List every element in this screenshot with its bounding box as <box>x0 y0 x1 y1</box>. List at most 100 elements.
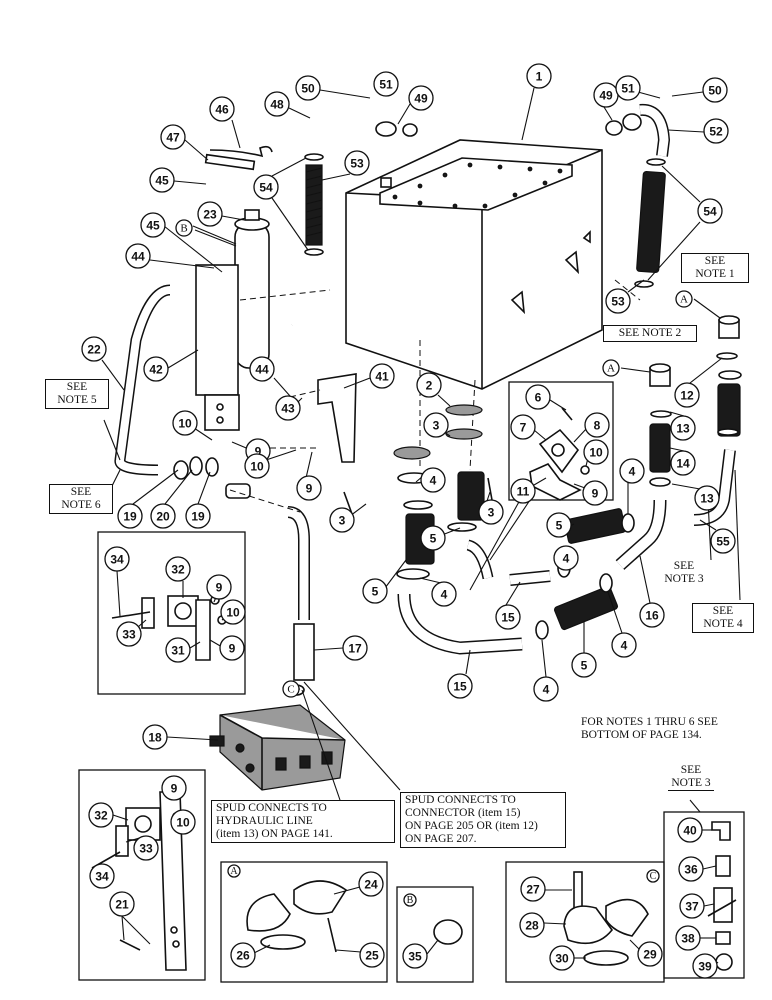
callout-5: 5 <box>571 652 597 678</box>
callout-number: 34 <box>95 870 109 884</box>
callout-number: 24 <box>364 878 378 892</box>
callout-number: 49 <box>599 89 613 103</box>
callout-8: 8 <box>584 412 610 438</box>
callout-number: 11 <box>517 485 530 499</box>
callout-14: 14 <box>670 450 696 476</box>
callout-54: 54 <box>253 174 279 200</box>
control-valve <box>209 704 346 791</box>
reference-letter-b: B <box>175 219 193 237</box>
callout-number: 33 <box>122 628 136 642</box>
callout-number: 4 <box>629 465 636 479</box>
callout-3: 3 <box>478 499 504 525</box>
callout-50: 50 <box>295 75 321 101</box>
callout-number: 52 <box>709 125 723 139</box>
callout-number: 27 <box>526 883 540 897</box>
callout-number: 5 <box>372 585 379 599</box>
callout-5: 5 <box>546 512 572 538</box>
callout-3: 3 <box>329 507 355 533</box>
callout-55: 55 <box>710 528 736 554</box>
callout-10: 10 <box>583 439 609 465</box>
callout-number: 30 <box>555 952 569 966</box>
callout-number: 5 <box>430 532 437 546</box>
callout-47: 47 <box>160 124 186 150</box>
callout-9: 9 <box>161 775 187 801</box>
callout-27: 27 <box>520 876 546 902</box>
callout-17: 17 <box>342 635 368 661</box>
callout-22: 22 <box>81 336 107 362</box>
callout-number: 42 <box>149 363 163 377</box>
callout-number: 34 <box>110 553 124 567</box>
see-note-3-top-text: SEE NOTE 3 <box>664 560 704 585</box>
callout-number: 4 <box>563 552 570 566</box>
callout-7: 7 <box>510 414 536 440</box>
callout-number: 9 <box>255 445 262 459</box>
callout-number: 12 <box>680 389 694 403</box>
callout-18: 18 <box>142 724 168 750</box>
callout-number: 40 <box>683 824 697 838</box>
callout-number: 37 <box>685 900 699 914</box>
svg-text:A: A <box>680 294 688 306</box>
callout-54: 54 <box>697 198 723 224</box>
callout-4: 4 <box>420 467 446 493</box>
callout-number: 23 <box>203 208 217 222</box>
see-note-2-text: SEE NOTE 2 <box>618 327 682 339</box>
callout-number: 5 <box>581 659 588 673</box>
svg-text:B: B <box>180 223 187 235</box>
callout-number: 51 <box>379 78 393 92</box>
callout-number: 45 <box>155 174 169 188</box>
callout-number: 10 <box>589 446 603 460</box>
callout-37: 37 <box>679 893 705 919</box>
detail-letter-c: C <box>646 869 660 883</box>
callout-number: 26 <box>236 949 250 963</box>
callout-number: 53 <box>611 295 625 309</box>
callout-5: 5 <box>420 525 446 551</box>
callout-number: 20 <box>156 510 170 524</box>
callout-44: 44 <box>125 243 151 269</box>
inset-box-a <box>220 861 388 983</box>
filter-assembly <box>114 96 418 696</box>
callout-44: 44 <box>249 356 275 382</box>
callout-number: 15 <box>453 680 467 694</box>
callout-number: 54 <box>703 205 717 219</box>
callout-45: 45 <box>149 167 175 193</box>
callout-number: 9 <box>229 642 236 656</box>
callout-number: 46 <box>215 103 229 117</box>
callout-number: 19 <box>123 510 137 524</box>
callout-51: 51 <box>373 71 399 97</box>
notes-reference-text: FOR NOTES 1 THRU 6 SEE BOTTOM OF PAGE 13… <box>581 716 718 741</box>
callout-number: 3 <box>433 419 440 433</box>
callout-49: 49 <box>408 85 434 111</box>
callout-number: 3 <box>488 506 495 520</box>
callout-number: 10 <box>250 460 264 474</box>
callout-number: 35 <box>408 950 422 964</box>
callout-52: 52 <box>703 118 729 144</box>
callout-number: 4 <box>621 639 628 653</box>
callout-13: 13 <box>670 415 696 441</box>
see-note-2-box: SEE NOTE 2 <box>603 325 697 342</box>
callout-23: 23 <box>197 201 223 227</box>
callout-5: 5 <box>362 578 388 604</box>
callout-1: 1 <box>526 63 552 89</box>
callout-number: 4 <box>543 683 550 697</box>
callout-4: 4 <box>553 545 579 571</box>
callout-49: 49 <box>593 82 619 108</box>
callout-4: 4 <box>533 676 559 702</box>
callout-number: 1 <box>536 70 543 84</box>
callout-number: 9 <box>306 482 313 496</box>
callout-10: 10 <box>244 453 270 479</box>
callout-4: 4 <box>431 581 457 607</box>
callout-number: 13 <box>676 422 690 436</box>
callout-number: 22 <box>87 343 101 357</box>
callout-38: 38 <box>675 925 701 951</box>
see-note-5-text: SEE NOTE 5 <box>57 381 97 406</box>
callout-9: 9 <box>582 480 608 506</box>
callout-33: 33 <box>133 835 159 861</box>
callout-30: 30 <box>549 945 575 971</box>
callout-19: 19 <box>117 503 143 529</box>
inset-box-bracket <box>78 769 206 981</box>
svg-text:A: A <box>230 866 238 877</box>
callout-number: 44 <box>255 363 269 377</box>
flange-detail <box>529 407 590 501</box>
